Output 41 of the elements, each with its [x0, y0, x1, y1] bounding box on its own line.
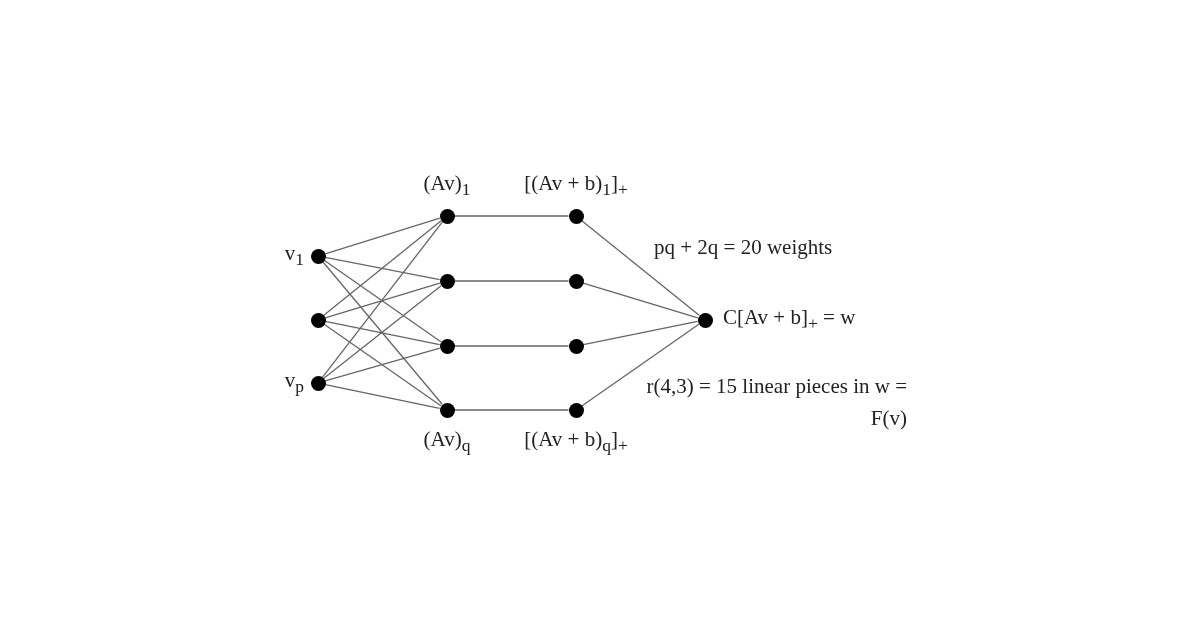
- connection-line: [324, 282, 441, 319]
- node-label: (Av)$_{q}$: [423, 428, 471, 456]
- node-dot: [568, 273, 584, 289]
- node-dot: [310, 375, 326, 391]
- node-label: C[Av + b]$_{+}$ = w: [723, 306, 856, 334]
- node-label: [(Av + b)$_{q}$]$_{+}$: [524, 428, 628, 456]
- node-label: [(Av + b)$_{1}$]$_{+}$: [524, 172, 628, 200]
- node-dot: [310, 312, 326, 328]
- connection-line: [582, 320, 699, 346]
- connection-line: [323, 285, 442, 379]
- connection-line: [582, 282, 699, 319]
- node-dot: [568, 208, 584, 224]
- node-dot: [568, 402, 584, 418]
- connection-line: [324, 383, 441, 410]
- connection-line: [324, 347, 441, 382]
- connection-line: [321, 221, 444, 378]
- node-dot: [439, 273, 455, 289]
- connection-line: [322, 261, 443, 405]
- connection-line: [324, 320, 441, 346]
- connection-line: [323, 259, 442, 343]
- node-dot: [439, 402, 455, 418]
- connection-line: [581, 323, 700, 407]
- node-dot: [310, 248, 326, 264]
- connection-line: [453, 215, 570, 217]
- node-dot: [439, 208, 455, 224]
- node-label: (Av)$_{1}$: [423, 172, 471, 200]
- node-dot: [439, 338, 455, 354]
- node-label: v$_{1}$: [284, 242, 304, 270]
- connection-line: [323, 220, 442, 316]
- node-label: v$_{p}$: [284, 369, 304, 397]
- connection-line: [453, 409, 570, 411]
- connection-line: [453, 280, 570, 282]
- node-dot: [568, 338, 584, 354]
- connection-line: [581, 220, 700, 316]
- node-dot: [697, 312, 713, 328]
- connection-line: [323, 323, 442, 407]
- annotation: r(4,3) = 15 linear pieces in w = F(v): [645, 373, 907, 432]
- annotation: pq + 2q = 20 weights: [654, 236, 833, 260]
- connection-line: [324, 256, 441, 281]
- connection-line: [453, 345, 570, 347]
- connection-line: [324, 217, 441, 255]
